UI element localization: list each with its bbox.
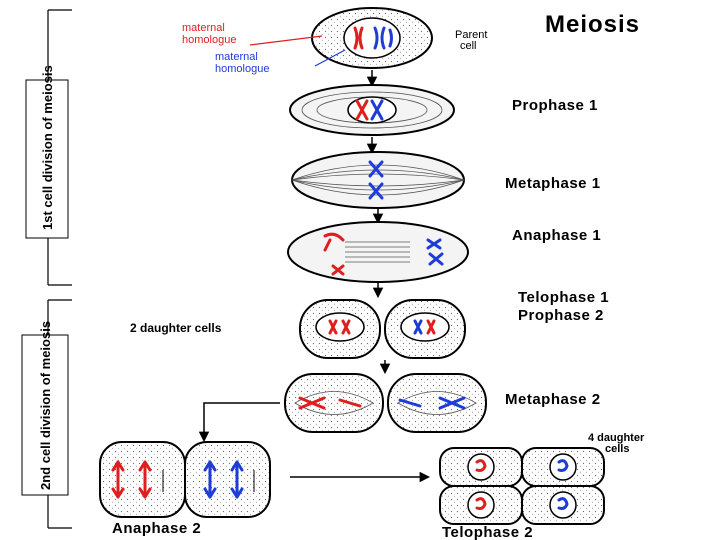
telophase1-cells bbox=[299, 299, 466, 359]
telophase2-cells bbox=[439, 447, 605, 525]
first-division-label: 1st cell division of meiosis bbox=[25, 65, 69, 239]
two-daughter-cells-label: 2 daughter cells bbox=[130, 321, 222, 335]
anaphase2-cells bbox=[99, 441, 271, 518]
metaphase1-cell bbox=[290, 151, 466, 209]
telophase2-label: Telophase 2 bbox=[442, 524, 533, 540]
prophase2-label: Prophase 2 bbox=[518, 307, 604, 324]
anaphase1-cell bbox=[287, 221, 469, 283]
svg-text:2nd cell division of meiosis: 2nd cell division of meiosis bbox=[38, 321, 53, 490]
metaphase1-label: Metaphase 1 bbox=[505, 175, 601, 192]
anaphase2-label: Anaphase 2 bbox=[112, 520, 201, 537]
metaphase2-label: Metaphase 2 bbox=[505, 391, 601, 408]
second-division-label: 2nd cell division of meiosis bbox=[21, 321, 69, 496]
metaphase2-cells bbox=[284, 373, 487, 433]
flow-arrows bbox=[198, 70, 431, 483]
telophase1-label: Telophase 1 bbox=[518, 289, 609, 306]
prophase1-label: Prophase 1 bbox=[512, 97, 598, 114]
anaphase1-label: Anaphase 1 bbox=[512, 227, 601, 244]
diagram-title: Meiosis bbox=[545, 11, 640, 38]
svg-text:1st cell division of meiosis: 1st cell division of meiosis bbox=[40, 65, 55, 230]
prophase1-cell bbox=[289, 84, 455, 136]
parent-cell bbox=[311, 7, 433, 69]
